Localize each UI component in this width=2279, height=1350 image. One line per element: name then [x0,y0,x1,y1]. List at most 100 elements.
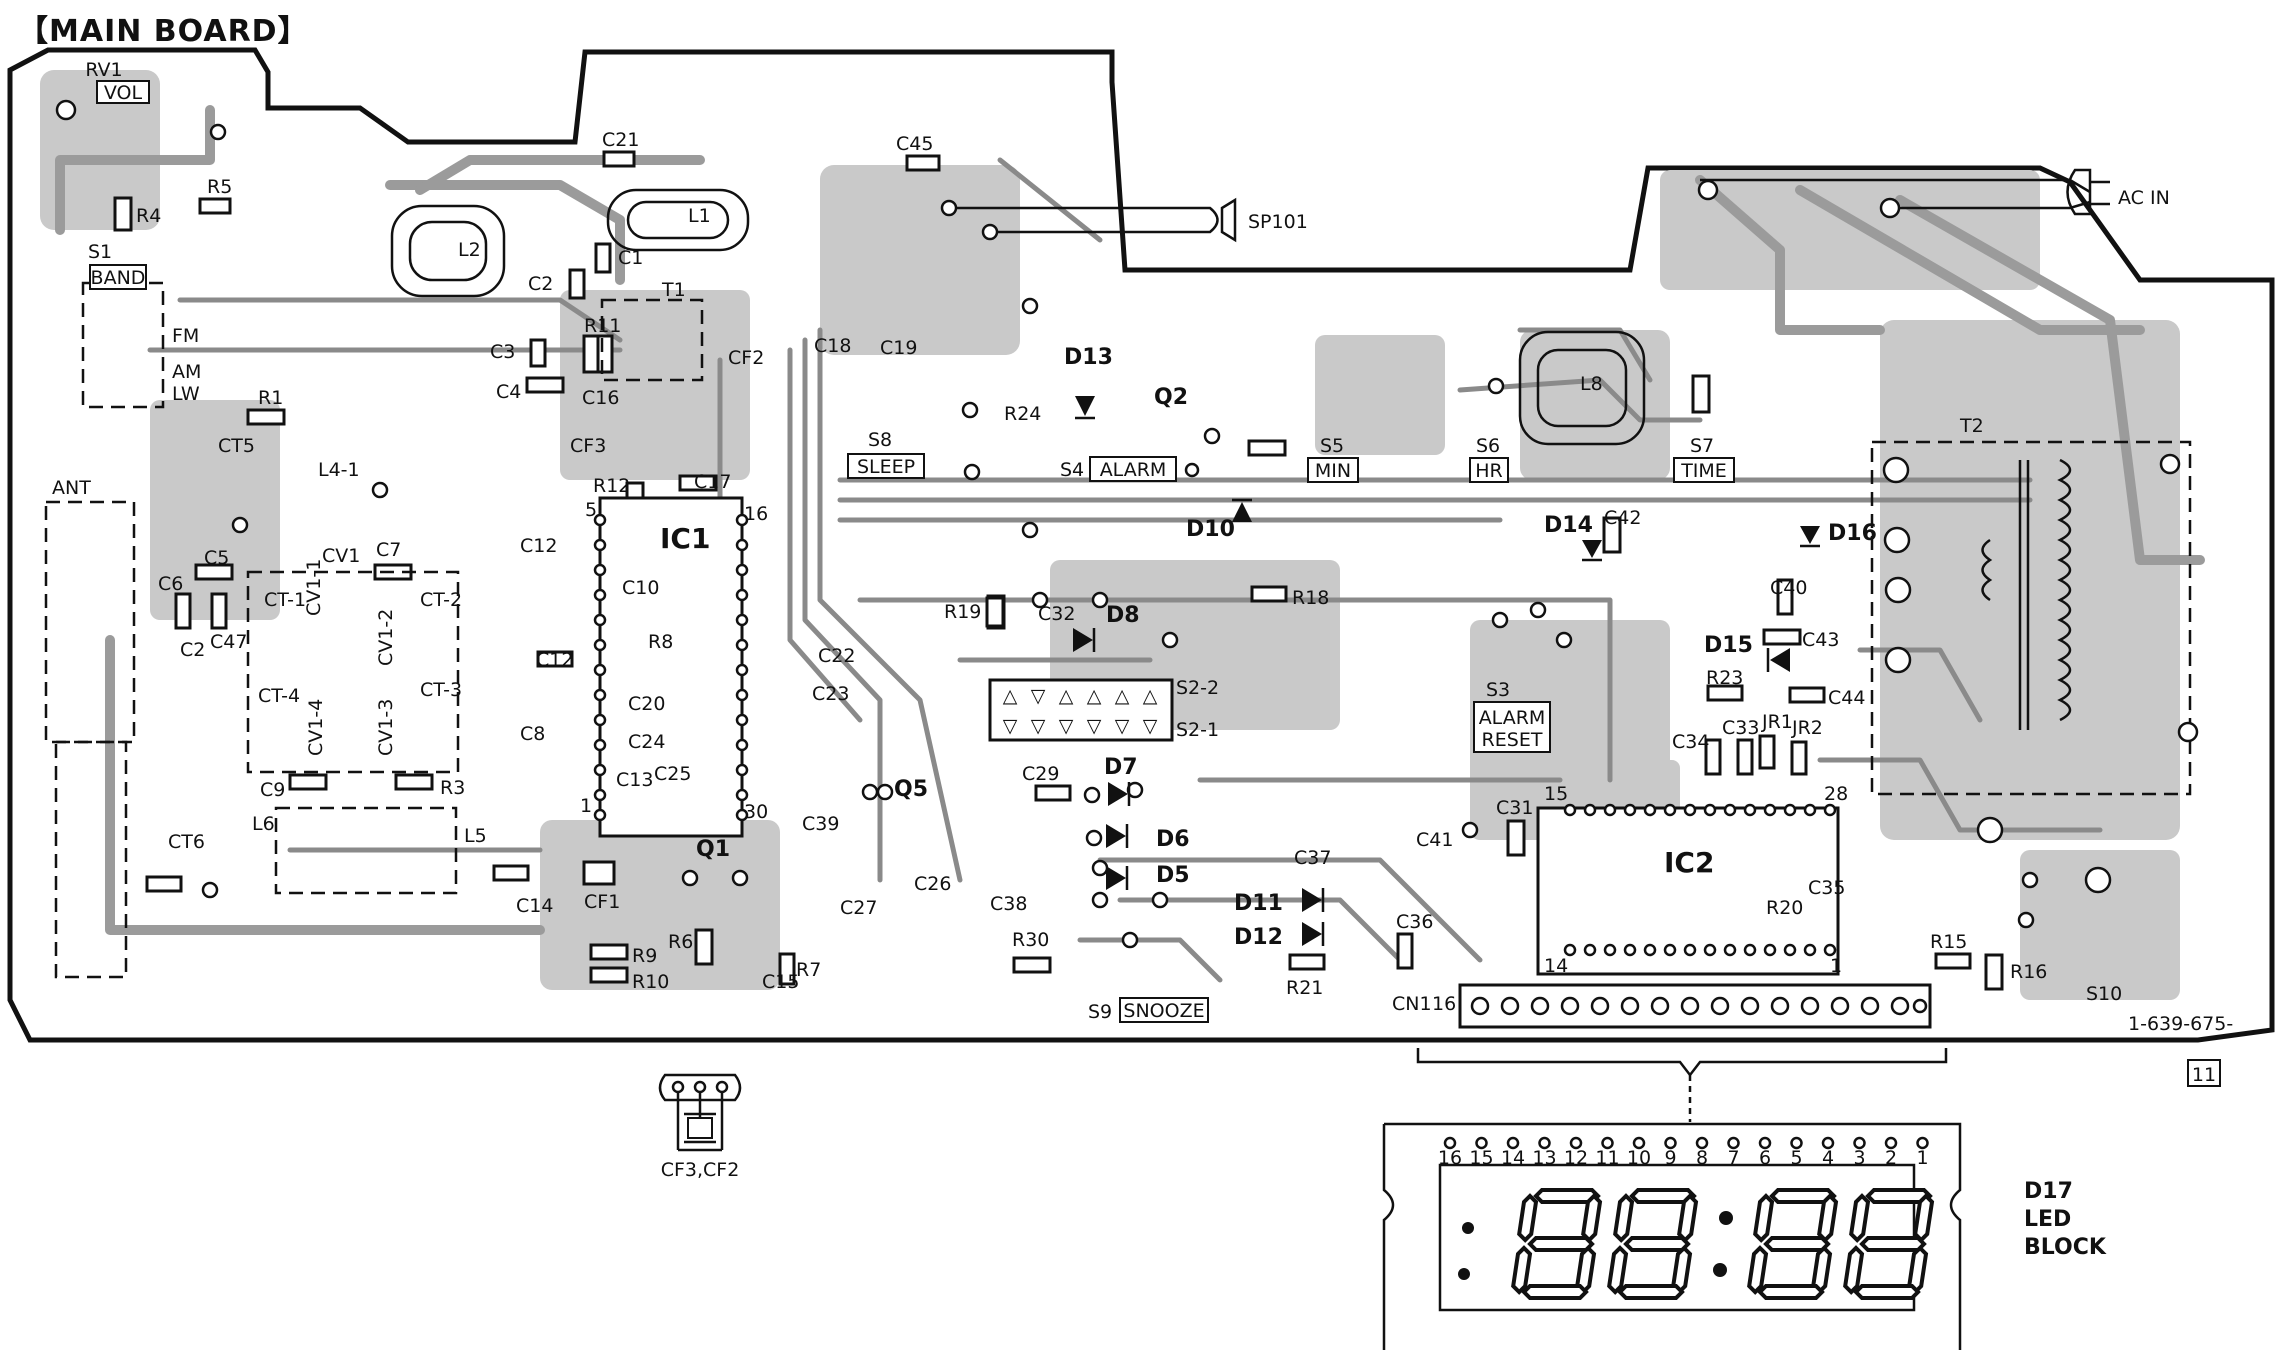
label-c29: C29 [1022,763,1059,785]
led-pin-1 [1916,1136,1929,1150]
label-ic1-pin30: 30 [744,801,768,823]
led-pin-label-10: 10 [1627,1147,1651,1169]
label-c7: C7 [376,539,401,561]
label-ic1: IC1 [660,522,710,555]
label-c9: C9 [260,779,285,801]
led-pin-10 [1632,1136,1646,1150]
page-marker-box [2187,1059,2221,1087]
label-l8: L8 [1580,373,1603,395]
label-d13: D13 [1064,345,1113,370]
led-pin-label-4: 4 [1822,1147,1834,1169]
label-s1: S1 [88,241,112,263]
ic1-pins [593,513,749,822]
label-jr2: JR2 [1791,717,1823,739]
label-r23: R23 [1706,667,1743,689]
t2-transformer [1981,458,2072,730]
component-labels: RV1 VOL R5 R4 S1 BAND FM AM LW C21 C45 L… [52,59,2233,1035]
label-d12: D12 [1234,925,1283,950]
label-r4: R4 [136,205,161,227]
label-c20: C20 [628,693,665,715]
label-alarm-reset-2: RESET [1482,729,1543,751]
label-c40: C40 [1770,577,1807,599]
led-digit-1-seg-d [1521,1284,1589,1300]
label-c43: C43 [1802,629,1839,651]
label-c17: C17 [694,471,731,493]
led-pin-13 [1538,1136,1551,1150]
led-pin-8 [1695,1136,1709,1150]
solder-pads [55,99,2199,949]
label-l5: L5 [464,825,487,847]
label-c44: C44 [1828,687,1865,709]
label-r24: R24 [1004,403,1041,425]
label-c16: C16 [582,387,619,409]
led-pin-label-13: 13 [1532,1147,1556,1169]
label-cf3-cf2: CF3,CF2 [661,1159,740,1181]
label-cn1: CN1 [1392,993,1432,1015]
label-s10: S10 [2086,983,2122,1005]
led-pin-label-2: 2 [1885,1147,1897,1169]
label-c5: C5 [204,547,229,569]
svg-text:△: △ [1143,685,1158,707]
led-digit-4-seg-g [1859,1236,1927,1252]
coil-l1 [606,188,750,252]
led-pin-label-1: 1 [1916,1147,1928,1169]
label-cn1-pin16: 16 [1432,993,1456,1015]
led-pin-4 [1821,1136,1835,1150]
label-ic1-pin16: 16 [744,503,768,525]
label-c27: C27 [840,897,877,919]
label-c18: C18 [814,335,851,357]
led-digit-3-seg-g [1763,1236,1831,1252]
ic2-pins [1563,803,1837,957]
label-r18: R18 [1292,587,1329,609]
svg-text:△: △ [1003,685,1018,707]
label-r15: R15 [1930,931,1967,953]
speaker-wiring [950,197,1237,243]
led-pin-label-7: 7 [1727,1147,1739,1169]
led-digit-4-seg-d [1853,1284,1921,1300]
label-c42: C42 [1604,507,1641,529]
label-cv1: CV1 [322,545,360,567]
label-r30: R30 [1012,929,1049,951]
page-marker: 11 [2192,1064,2216,1086]
label-c26: C26 [914,873,951,895]
led-digit-1-seg-e [1511,1245,1533,1295]
label-c2-top: C2 [528,273,553,295]
led-label-line-3: BLOCK [2024,1235,2107,1260]
label-r1: R1 [258,387,283,409]
label-s3: S3 [1486,679,1510,701]
led-pin-label-8: 8 [1696,1147,1708,1169]
label-c4: C4 [496,381,521,403]
label-cv1-1: CV1-1 [303,559,325,616]
label-c32: C32 [1038,603,1075,625]
label-r10: R10 [632,971,669,993]
svg-text:▽: ▽ [1031,715,1046,737]
label-c1: C1 [618,247,643,269]
label-c22: C22 [818,645,855,667]
label-s5: S5 [1320,435,1344,457]
connector-bracket [1416,1048,1948,1078]
svg-text:▽: ▽ [1143,715,1158,737]
label-ic2-pin28: 28 [1824,783,1848,805]
label-c34: C34 [1672,731,1709,753]
label-d14: D14 [1544,513,1593,538]
label-r21: R21 [1286,977,1323,999]
led-pin-label-6: 6 [1759,1147,1771,1169]
led-label-line-1: D17 [2024,1179,2073,1204]
label-cf1: CF1 [584,891,620,913]
led-pin-3 [1853,1136,1866,1150]
svg-text:▽: ▽ [1031,685,1046,707]
svg-text:△: △ [1087,685,1102,707]
label-am: AM [172,361,201,383]
label-s2-1: S2-1 [1176,719,1219,741]
svg-text:△: △ [1059,685,1074,707]
label-r7: R7 [796,959,821,981]
label-c12-top: C12 [520,535,557,557]
label-ic2: IC2 [1664,846,1714,879]
label-c21: C21 [602,129,639,151]
led-colon-dot-top [1719,1211,1733,1225]
led-digit-2-seg-f [1613,1193,1635,1243]
led-pin-label-11: 11 [1595,1147,1619,1169]
label-c37: C37 [1294,847,1331,869]
led-pin-label-9: 9 [1664,1147,1676,1169]
